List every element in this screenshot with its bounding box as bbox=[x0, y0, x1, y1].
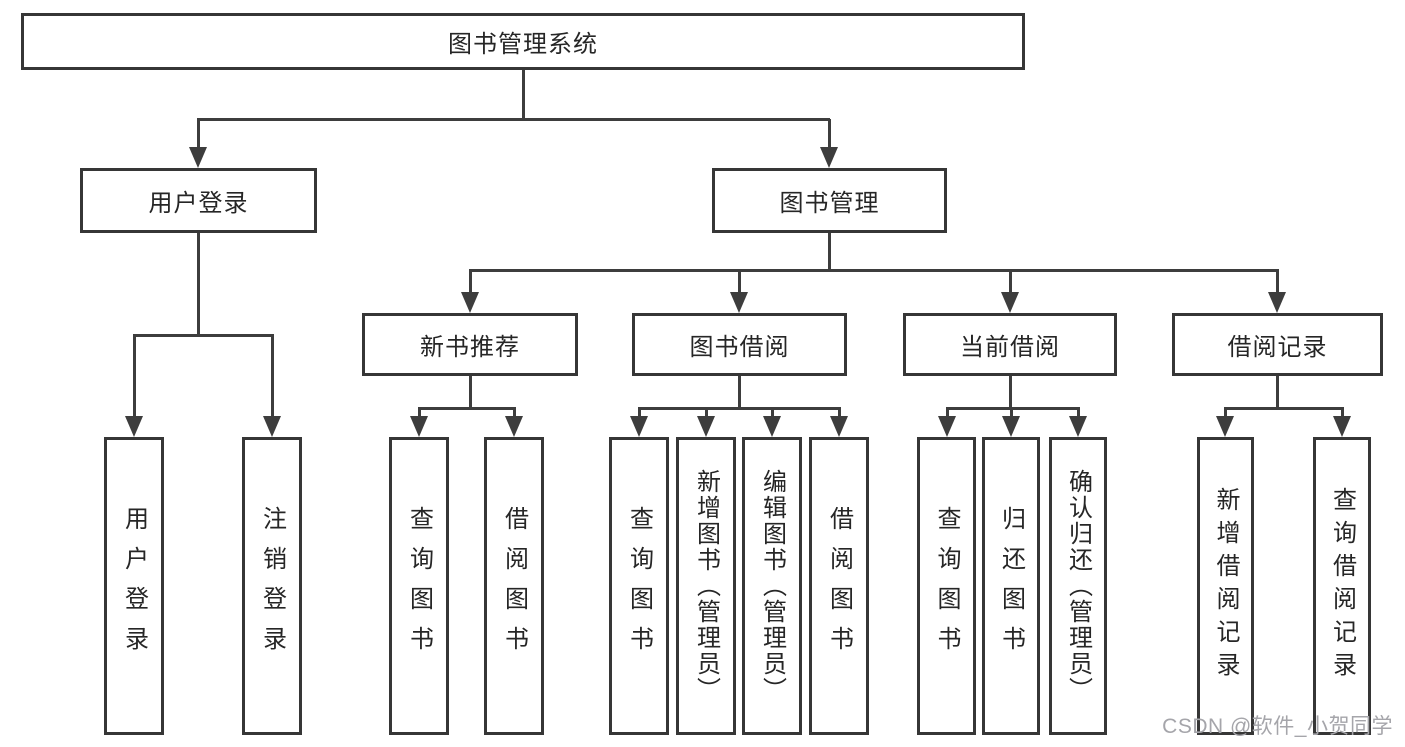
arrowhead bbox=[505, 416, 523, 437]
arrowhead bbox=[1216, 416, 1234, 437]
leaf-return-books: 归还图书 bbox=[982, 437, 1040, 735]
arrowhead bbox=[697, 416, 715, 437]
connector-line bbox=[196, 117, 830, 121]
connector-line bbox=[737, 270, 741, 295]
leaf-current-query-books: 查询图书 bbox=[917, 437, 976, 735]
connector-line bbox=[737, 376, 741, 410]
connector-line bbox=[417, 406, 516, 410]
leaf-edit-book-admin-label: 编辑图书（管理员） bbox=[758, 469, 786, 703]
csdn-watermark: CSDN @软件_小贺同学 bbox=[1162, 715, 1393, 738]
leaf-recommend-query-books-label: 查询图书 bbox=[405, 506, 433, 666]
node-user-login: 用户登录 bbox=[80, 168, 317, 233]
connector-line bbox=[945, 408, 949, 418]
connector-line bbox=[132, 333, 274, 337]
connector-line bbox=[1223, 406, 1344, 410]
node-new-book-recommend: 新书推荐 bbox=[362, 313, 578, 376]
arrowhead bbox=[730, 292, 748, 313]
leaf-logout-label: 注销登录 bbox=[258, 506, 286, 666]
leaf-recommend-borrow-books-label: 借阅图书 bbox=[500, 506, 528, 666]
leaf-recommend-borrow-books: 借阅图书 bbox=[484, 437, 544, 735]
connector-line bbox=[196, 233, 200, 337]
arrowhead bbox=[630, 416, 648, 437]
leaf-edit-book-admin: 编辑图书（管理员） bbox=[742, 437, 802, 735]
connector-line bbox=[637, 406, 841, 410]
connector-line bbox=[196, 119, 200, 149]
leaf-confirm-return-admin-label: 确认归还（管理员） bbox=[1064, 469, 1092, 703]
connector-line bbox=[468, 270, 472, 295]
arrowhead bbox=[410, 416, 428, 437]
leaf-recommend-query-books: 查询图书 bbox=[389, 437, 449, 735]
arrowhead bbox=[1333, 416, 1351, 437]
connector-line bbox=[1223, 408, 1227, 418]
arrowhead bbox=[938, 416, 956, 437]
connector-line bbox=[1008, 376, 1012, 410]
node-borrow-records: 借阅记录 bbox=[1172, 313, 1383, 376]
node-book-borrow-label: 图书借阅 bbox=[689, 334, 790, 361]
node-new-book-recommend-label: 新书推荐 bbox=[420, 334, 520, 361]
connector-line bbox=[512, 408, 516, 418]
node-book-borrow: 图书借阅 bbox=[632, 313, 847, 376]
connector-line bbox=[417, 408, 421, 418]
leaf-add-borrow-record-label: 新增借阅记录 bbox=[1212, 487, 1239, 685]
node-book-management: 图书管理 bbox=[712, 168, 947, 233]
connector-line bbox=[1340, 408, 1344, 418]
connector-line bbox=[827, 233, 831, 272]
connector-line bbox=[827, 119, 831, 149]
node-current-borrow-label: 当前借阅 bbox=[960, 334, 1060, 361]
connector-line bbox=[1008, 270, 1012, 295]
arrowhead bbox=[1002, 416, 1020, 437]
leaf-user-login-label: 用户登录 bbox=[120, 506, 148, 666]
connector-line bbox=[521, 70, 525, 121]
leaf-current-query-books-label: 查询图书 bbox=[933, 506, 960, 666]
arrowhead bbox=[763, 416, 781, 437]
leaf-borrow-query-books: 查询图书 bbox=[609, 437, 669, 735]
node-root-label: 图书管理系统 bbox=[448, 31, 598, 58]
connector-line bbox=[468, 268, 1279, 272]
leaf-borrow-books: 借阅图书 bbox=[809, 437, 869, 735]
arrowhead bbox=[1001, 292, 1019, 313]
connector-line bbox=[837, 408, 841, 418]
node-root: 图书管理系统 bbox=[21, 13, 1025, 70]
leaf-query-borrow-record: 查询借阅记录 bbox=[1313, 437, 1371, 735]
arrowhead bbox=[820, 147, 838, 168]
connector-line bbox=[1275, 270, 1279, 295]
connector-line bbox=[704, 408, 708, 418]
node-book-management-label: 图书管理 bbox=[779, 190, 880, 217]
arrowhead bbox=[1069, 416, 1087, 437]
leaf-add-borrow-record: 新增借阅记录 bbox=[1197, 437, 1254, 735]
connector-line bbox=[132, 335, 136, 418]
arrowhead bbox=[830, 416, 848, 437]
node-borrow-records-label: 借阅记录 bbox=[1227, 334, 1328, 361]
leaf-logout: 注销登录 bbox=[242, 437, 302, 735]
connector-line bbox=[1076, 408, 1080, 418]
leaf-borrow-books-label: 借阅图书 bbox=[825, 506, 853, 666]
arrowhead bbox=[125, 416, 143, 437]
connector-line bbox=[770, 408, 774, 418]
connector-line bbox=[270, 335, 274, 418]
leaf-return-books-label: 归还图书 bbox=[997, 506, 1025, 666]
arrowhead bbox=[263, 416, 281, 437]
connector-line bbox=[637, 408, 641, 418]
leaf-add-book-admin: 新增图书（管理员） bbox=[676, 437, 736, 735]
node-user-login-label: 用户登录 bbox=[148, 190, 249, 217]
arrowhead bbox=[461, 292, 479, 313]
arrowhead bbox=[1268, 292, 1286, 313]
leaf-confirm-return-admin: 确认归还（管理员） bbox=[1049, 437, 1107, 735]
connector-line bbox=[468, 376, 472, 410]
node-current-borrow: 当前借阅 bbox=[903, 313, 1117, 376]
arrowhead bbox=[189, 147, 207, 168]
leaf-query-borrow-record-label: 查询借阅记录 bbox=[1328, 487, 1356, 685]
connector-line bbox=[1275, 376, 1279, 410]
connector-line bbox=[1009, 408, 1013, 418]
leaf-borrow-query-books-label: 查询图书 bbox=[625, 506, 653, 666]
leaf-add-book-admin-label: 新增图书（管理员） bbox=[692, 469, 720, 703]
leaf-user-login: 用户登录 bbox=[104, 437, 164, 735]
connector-line bbox=[945, 406, 1080, 410]
